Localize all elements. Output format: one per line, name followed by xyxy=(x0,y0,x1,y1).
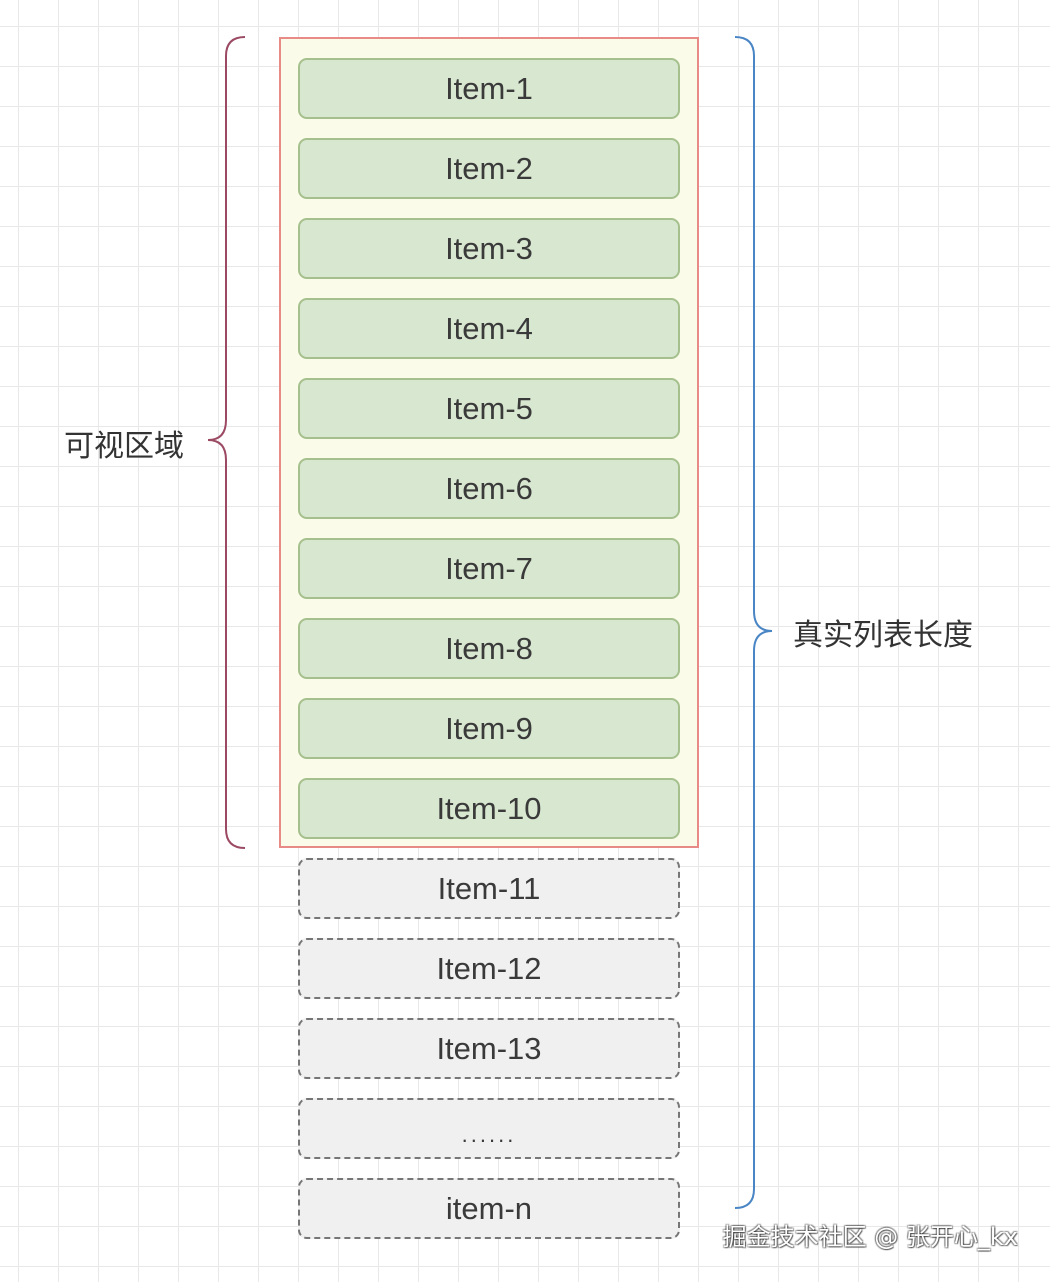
list-item-label: Item-2 xyxy=(445,150,533,186)
offscreen-list-item: Item-13 xyxy=(298,1018,680,1079)
list-item-label: Item-7 xyxy=(445,550,533,586)
list-item-label: Item-4 xyxy=(445,310,533,346)
visible-area-label: 可视区域 xyxy=(64,429,184,464)
list-item-label: Item-13 xyxy=(436,1030,542,1066)
list-item-label: Item-12 xyxy=(436,950,542,986)
offscreen-list-item: Item-12 xyxy=(298,938,680,999)
list-item: Item-8 xyxy=(298,618,680,679)
list-item: Item-3 xyxy=(298,218,680,279)
list-item: Item-7 xyxy=(298,538,680,599)
total-length-label: 真实列表长度 xyxy=(793,618,973,653)
list-item-label: Item-8 xyxy=(445,630,533,666)
offscreen-list-item: ...... xyxy=(298,1098,680,1159)
right-brace-icon xyxy=(734,36,773,1209)
list-item-label: Item-3 xyxy=(445,230,533,266)
left-brace-icon xyxy=(207,36,246,849)
list-item-label: item-n xyxy=(445,1190,533,1226)
watermark: 掘金技术社区 @ 张开心_kx xyxy=(722,1223,1018,1251)
list-item-label: Item-6 xyxy=(445,470,533,506)
list-item-label: Item-11 xyxy=(437,870,541,906)
list-item: Item-1 xyxy=(298,58,680,119)
list-item: Item-4 xyxy=(298,298,680,359)
list-item: Item-2 xyxy=(298,138,680,199)
list-item-label: Item-5 xyxy=(445,390,533,426)
list-item-label: Item-10 xyxy=(436,790,542,826)
list-item-label: Item-9 xyxy=(445,710,533,746)
list-item: Item-9 xyxy=(298,698,680,759)
list-item: Item-10 xyxy=(298,778,680,839)
list-item: Item-6 xyxy=(298,458,680,519)
ellipsis-label: ...... xyxy=(461,1121,517,1147)
offscreen-list-item: item-n xyxy=(298,1178,680,1239)
list-item: Item-5 xyxy=(298,378,680,439)
offscreen-list-item: Item-11 xyxy=(298,858,680,919)
list-item-label: Item-1 xyxy=(445,70,533,106)
